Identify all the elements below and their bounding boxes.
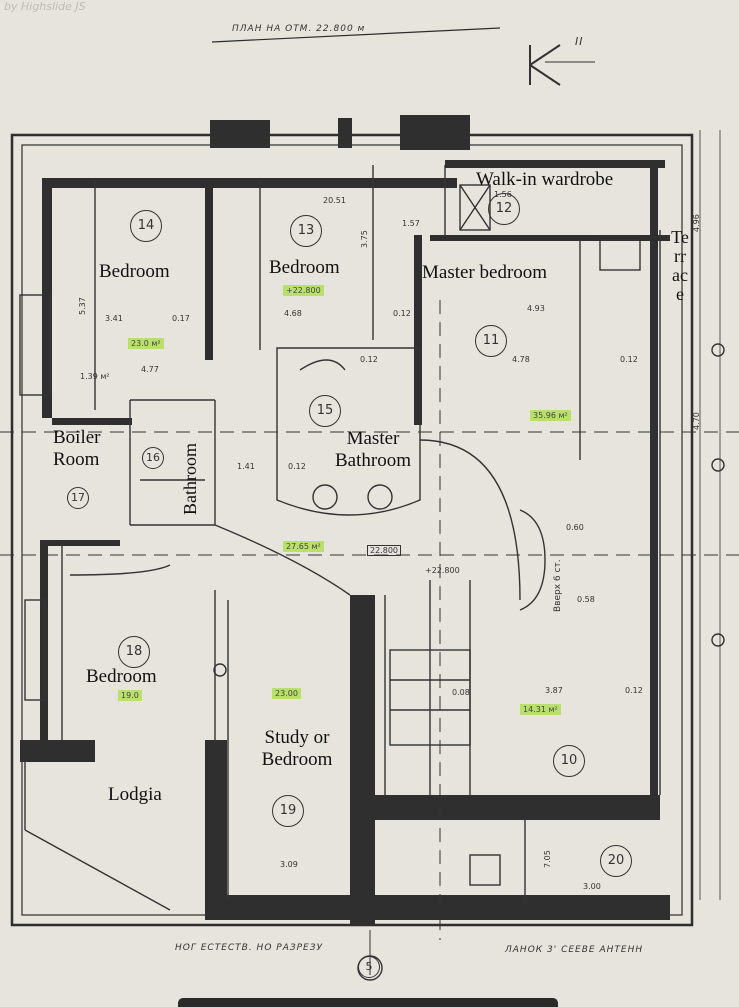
room-label-bedroom-13: Bedroom: [269, 257, 340, 278]
room-label-study-or-bedroom: Study or Bedroom: [248, 727, 346, 771]
area-tag-19: 23.00: [272, 688, 301, 699]
room-label-master-bathroom: Master Bathroom: [322, 428, 424, 472]
dimension: 5.37: [78, 297, 87, 315]
room-label-bedroom-18: Bedroom: [86, 666, 157, 687]
room-label-master-bedroom: Master bedroom: [422, 262, 548, 283]
study-line-1: Study or: [264, 727, 330, 748]
room-number-12: 12: [488, 193, 520, 225]
dimension: 4.96: [692, 214, 701, 232]
room-label-walk-in-wardrobe: Walk-in wardrobe: [476, 169, 614, 190]
room-number-16: 16: [142, 447, 164, 469]
dimension: 0.12: [288, 462, 306, 471]
dimension: 0.12: [360, 355, 378, 364]
dimension: 20.51: [323, 196, 346, 205]
dimension: 0.08: [452, 688, 470, 697]
dimension: 3.00: [583, 882, 601, 891]
room-number-19: 19: [272, 795, 304, 827]
room-label-terrace: Terrace: [671, 227, 689, 304]
area-tag-13: +22.800: [283, 285, 324, 296]
area-tag-hall: 27.65 м²: [283, 541, 324, 552]
room-label-bedroom-14: Bedroom: [99, 261, 170, 282]
watermark: by Highslide JS: [4, 0, 86, 13]
master-bathroom-line-2: Bathroom: [335, 450, 411, 471]
level-mark-2: +22.800: [425, 566, 460, 575]
dimension: 3.09: [280, 860, 298, 869]
room-number-18: 18: [118, 636, 150, 668]
boiler-room-line-2: Room: [53, 449, 100, 470]
area-tag-11: 35.96 м²: [530, 410, 571, 421]
room-number-11: 11: [475, 325, 507, 357]
dimension: 0.60: [566, 523, 584, 532]
dimension: 0.17: [172, 314, 190, 323]
bottom-left-note: НОГ ЕСТЕСТВ. НО РАЗРЕЗУ: [175, 943, 323, 953]
dimension: 4.77: [141, 365, 159, 374]
area-tag-18: 19.0: [118, 690, 142, 701]
dimension: 0.12: [393, 309, 411, 318]
compass-numeral: II: [575, 35, 584, 48]
master-bathroom-line-1: Master: [346, 428, 400, 449]
dimension: 3.87: [545, 686, 563, 695]
boiler-room-line-1: Boiler: [53, 427, 101, 448]
level-mark: 22.800: [367, 545, 401, 556]
room-number-13: 13: [290, 215, 322, 247]
plan-title-handwritten: ПЛАН НА ОТМ. 22.800 м: [232, 24, 366, 34]
room-number-17: 17: [67, 487, 89, 509]
home-indicator-bar: [178, 998, 558, 1007]
dimension: 3.75: [360, 230, 369, 248]
room-number-15: 15: [309, 395, 341, 427]
room-number-20: 20: [600, 845, 632, 877]
dimension: 1.57: [402, 219, 420, 228]
axis-marker: 5: [358, 956, 380, 978]
dimension: 0.12: [625, 686, 643, 695]
dimension: 0.58: [577, 595, 595, 604]
dimension: 4.78: [512, 355, 530, 364]
room-number-14: 14: [130, 210, 162, 242]
dimension: 0.12: [620, 355, 638, 364]
dimension: 1.41: [237, 462, 255, 471]
dimension: 1.39 м²: [80, 372, 110, 381]
area-tag-10: 14.31 м²: [520, 704, 561, 715]
room-number-10: 10: [553, 745, 585, 777]
bottom-right-note: ЛАНОК 3' СЕЕВЕ АНТЕНН: [505, 945, 644, 955]
room-label-bathroom: Bathroom: [180, 443, 200, 515]
room-label-boiler-room: Boiler Room: [53, 427, 101, 471]
dimension: 4.70: [692, 412, 701, 430]
dimension: 1.56: [494, 190, 512, 199]
dimension: 4.68: [284, 309, 302, 318]
area-tag-14: 23.0 м²: [128, 338, 164, 349]
study-line-2: Bedroom: [261, 749, 333, 770]
dimension: 3.41: [105, 314, 123, 323]
stair-tag: Вверх 6 ст.: [553, 559, 563, 612]
dimension: 4.93: [527, 304, 545, 313]
room-label-lodgia: Lodgia: [108, 784, 162, 805]
dimension: 7.05: [543, 850, 552, 868]
